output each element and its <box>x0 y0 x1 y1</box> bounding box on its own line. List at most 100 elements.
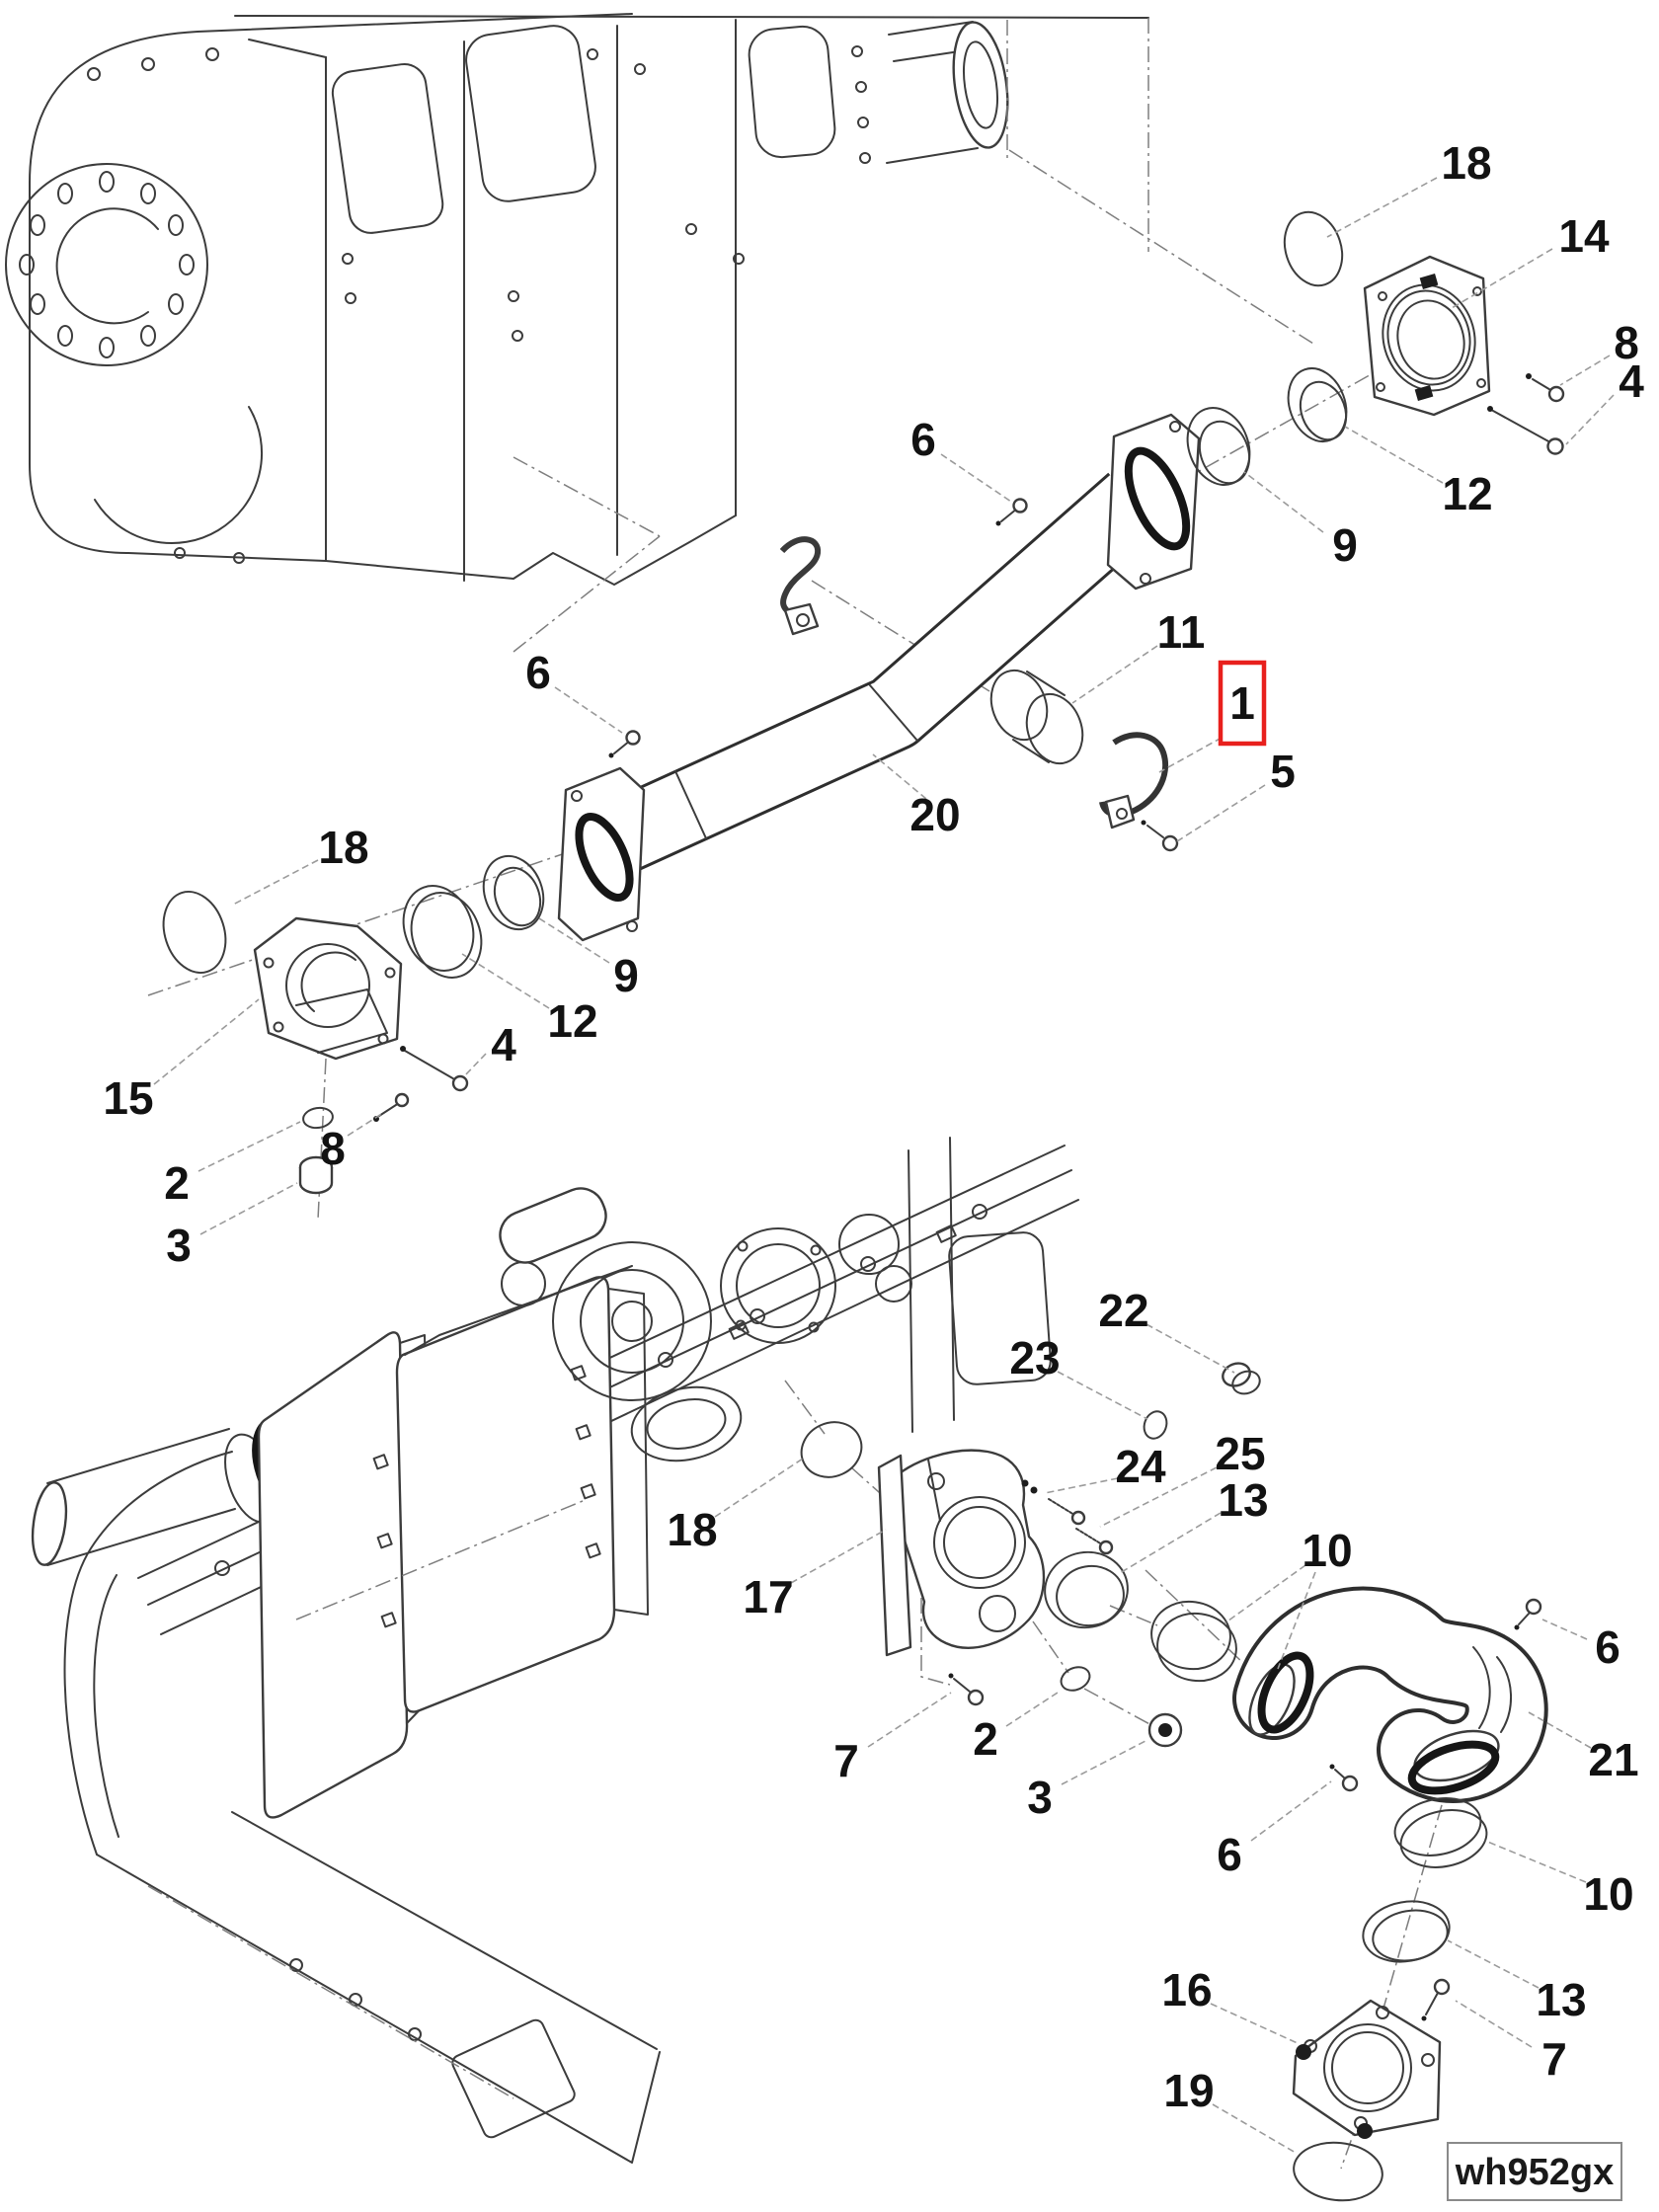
right-exploded-cluster <box>989 210 1565 852</box>
callout-leader-19 <box>1212 2103 1297 2154</box>
drawing-code-box: wh952gx <box>1447 2142 1622 2201</box>
callout-6-31[interactable]: 6 <box>1217 1829 1242 1880</box>
pipe-right-clamp <box>1124 446 1191 551</box>
gasket-ring-13-mid <box>1044 1550 1129 1629</box>
callout-leader-17 <box>790 1529 887 1584</box>
callout-3-30[interactable]: 3 <box>1027 1772 1053 1823</box>
bolt-8-right <box>1526 373 1565 403</box>
callout-3-19[interactable]: 3 <box>166 1220 192 1271</box>
o-ring-18-left <box>162 890 227 975</box>
o-ring-19 <box>1293 2141 1383 2202</box>
callout-12-14[interactable]: 12 <box>547 995 597 1047</box>
callout-10-25[interactable]: 10 <box>1302 1525 1352 1576</box>
callout-21-33[interactable]: 21 <box>1588 1734 1638 1785</box>
callout-22-20[interactable]: 22 <box>1098 1285 1148 1336</box>
outlet-flange-16 <box>1292 1999 1442 2139</box>
callout-16-37[interactable]: 16 <box>1161 1964 1212 2015</box>
callout-18-26[interactable]: 18 <box>667 1504 717 1555</box>
bolt-6-elbow-left <box>1329 1764 1359 1792</box>
callout-6-32[interactable]: 6 <box>1595 1621 1620 1673</box>
callout-9-5[interactable]: 9 <box>1332 519 1358 571</box>
elbow-left-clamp <box>1257 1651 1314 1734</box>
callout-leader-13 <box>1447 1939 1540 1989</box>
callout-leader-3 <box>1061 1740 1146 1785</box>
sleeve-11 <box>989 669 1084 765</box>
callout-7-28[interactable]: 7 <box>833 1735 859 1786</box>
callout-14-1[interactable]: 14 <box>1558 210 1610 262</box>
callout-10-34[interactable]: 10 <box>1583 1868 1633 1920</box>
seal-ring-12-left <box>402 885 483 979</box>
clamp-flange-14 <box>1363 255 1491 417</box>
clamp-ring-10-lower <box>1393 1797 1488 1868</box>
callout-leader-13 <box>1119 1512 1222 1574</box>
highlight-box-item-1[interactable] <box>1218 660 1267 747</box>
callout-2-18[interactable]: 2 <box>164 1157 190 1209</box>
callout-leader-7 <box>1455 2000 1533 2048</box>
seal-ring-9-right <box>1186 407 1251 486</box>
o-ring-18-right <box>1283 210 1344 287</box>
callout-4-3[interactable]: 4 <box>1619 356 1644 407</box>
callout-leader-3 <box>199 1182 298 1235</box>
clamp-strap-1 <box>1099 732 1169 830</box>
callout-6-11[interactable]: 6 <box>525 647 551 698</box>
callout-leader-4 <box>463 1053 487 1077</box>
bolt-6-mid-left <box>608 730 641 758</box>
callout-leader-6 <box>940 453 1012 503</box>
callout-4-15[interactable]: 4 <box>491 1019 516 1070</box>
callout-5-9[interactable]: 5 <box>1270 746 1296 797</box>
callout-19-38[interactable]: 19 <box>1163 2065 1214 2116</box>
callout-leader-11 <box>1071 645 1158 704</box>
callout-18-12[interactable]: 18 <box>318 822 368 873</box>
callout-1-8[interactable]: 1 <box>1229 677 1255 729</box>
callout-leader-1 <box>1158 737 1223 773</box>
callout-2-29[interactable]: 2 <box>973 1713 998 1765</box>
elbow-21-cluster <box>1150 1586 1548 2202</box>
hook-bracket <box>779 536 822 636</box>
callout-20-10[interactable]: 20 <box>909 789 960 840</box>
left-exploded-cluster <box>162 730 641 1195</box>
bolt-7-mid <box>948 1673 985 1706</box>
callout-leader-7 <box>867 1692 952 1748</box>
callout-leader-24 <box>1044 1477 1119 1494</box>
callout-leader-10 <box>1277 1571 1316 1670</box>
callout-leader-5 <box>1176 784 1266 842</box>
callout-7-36[interactable]: 7 <box>1541 2033 1567 2085</box>
support-bracket-17 <box>877 1449 1046 1657</box>
callout-leader-14 <box>1451 248 1553 309</box>
callout-15-16[interactable]: 15 <box>103 1072 153 1124</box>
engine-block-lower-drawing <box>31 1137 1079 2164</box>
callout-13-24[interactable]: 13 <box>1218 1474 1268 1526</box>
callout-8-17[interactable]: 8 <box>320 1123 346 1174</box>
callout-18-0[interactable]: 18 <box>1441 137 1491 189</box>
clamp-ring-10-upper <box>1150 1600 1237 1683</box>
stud-4-right <box>1487 406 1564 455</box>
screws-24-25 <box>1021 1479 1114 1555</box>
callout-23-21[interactable]: 23 <box>1009 1332 1060 1383</box>
pipe-left-clamp <box>575 812 634 903</box>
callout-leader-12 <box>461 953 550 1009</box>
callout-12-4[interactable]: 12 <box>1442 468 1492 519</box>
callout-8-2[interactable]: 8 <box>1614 317 1639 368</box>
callout-leader-10 <box>1224 1564 1306 1624</box>
drawing-code-text: wh952gx <box>1455 2152 1615 2193</box>
callout-leader-16 <box>1210 2003 1301 2045</box>
callout-leader-2 <box>1005 1690 1062 1727</box>
callout-leader-9 <box>1243 471 1324 533</box>
callout-13-35[interactable]: 13 <box>1536 1974 1586 2025</box>
callout-11-7[interactable]: 11 <box>1157 606 1206 658</box>
callout-17-27[interactable]: 17 <box>743 1571 793 1622</box>
callout-24-22[interactable]: 24 <box>1115 1441 1166 1492</box>
bolt-7-lower <box>1421 1978 1451 2021</box>
callout-6-6[interactable]: 6 <box>910 414 936 465</box>
callout-25-23[interactable]: 25 <box>1215 1428 1265 1479</box>
callout-leader-18 <box>232 859 319 906</box>
seal-ring-12-right <box>1287 367 1348 442</box>
o-ring-2-bottom <box>1060 1666 1091 1692</box>
engine-block-upper-drawing <box>5 13 1149 586</box>
callout-leader-6 <box>554 686 623 734</box>
callout-leader-10 <box>1484 1840 1587 1883</box>
callout-9-13[interactable]: 9 <box>613 950 639 1001</box>
